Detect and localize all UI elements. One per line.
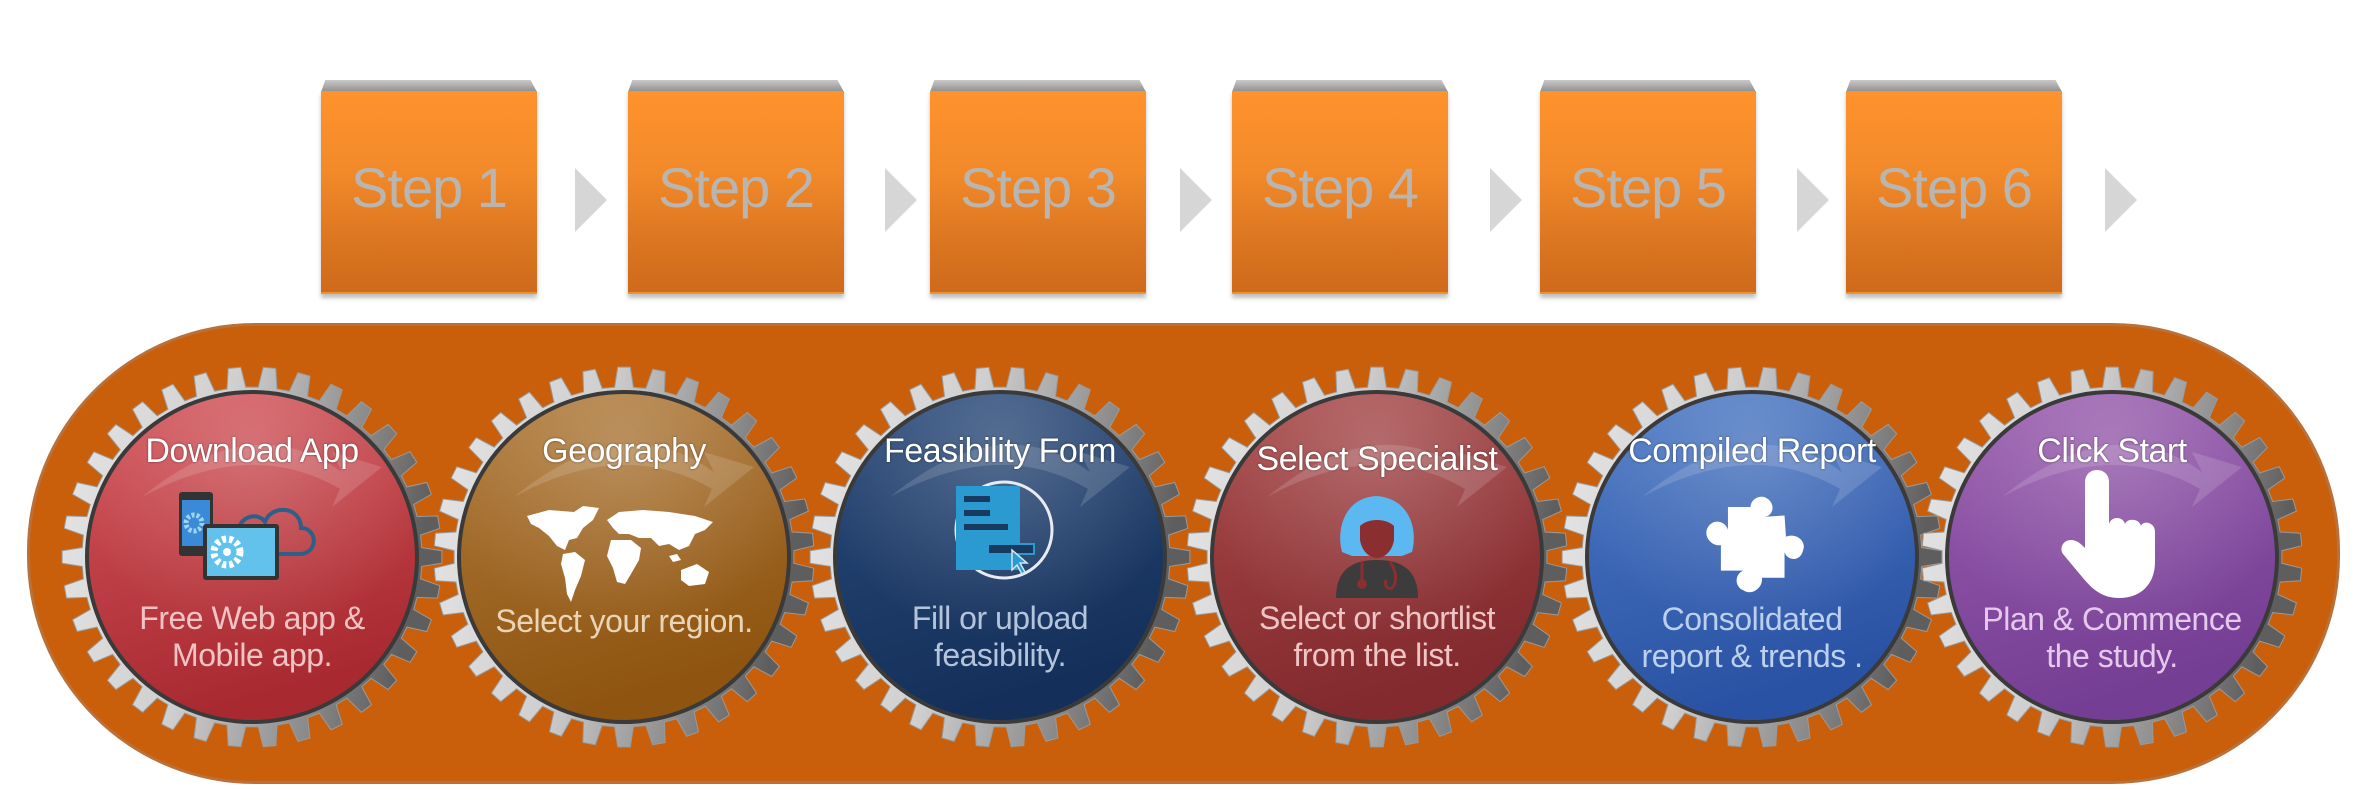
world-map-icon xyxy=(514,498,734,613)
step-face: Step 2 xyxy=(628,91,844,294)
puzzle-piece-icon xyxy=(1642,488,1862,613)
gear-description-line-1: Select or shortlist xyxy=(1259,600,1495,636)
step-label: Step 3 xyxy=(960,156,1117,219)
chevron-right-icon xyxy=(1490,168,1522,232)
gear-title: Feasibility Form xyxy=(884,432,1116,470)
pointing-hand-icon xyxy=(2002,462,2222,607)
gear-description: Select your region. xyxy=(474,603,774,640)
chevron-right-icon xyxy=(2105,168,2137,232)
step-box-1: Step 1 xyxy=(321,80,537,294)
gear-description-line-1: Plan & Commence xyxy=(1982,601,2242,637)
gear-description-line-2: from the list. xyxy=(1293,637,1461,673)
gear-description-line-1: Fill or upload xyxy=(911,600,1089,636)
step-bevel xyxy=(321,80,537,92)
gear-title: Select Specialist xyxy=(1256,440,1498,478)
step-label: Step 4 xyxy=(1262,156,1419,219)
gear-description-line-2: Mobile app. xyxy=(172,637,332,673)
step-box-6: Step 6 xyxy=(1846,80,2062,294)
step-box-5: Step 5 xyxy=(1540,80,1756,294)
gear-description-line-2: feasibility. xyxy=(933,637,1067,673)
gear-description-line-1: Select your region. xyxy=(495,603,753,639)
devices-cloud-icon xyxy=(142,488,362,603)
step-bevel xyxy=(930,80,1146,92)
chevron-right-icon xyxy=(885,168,917,232)
gear-title: Download App xyxy=(145,432,359,470)
gear-description-line-2: the study. xyxy=(2046,638,2178,674)
gear-description-line-1: Free Web app & xyxy=(139,600,365,636)
step-bevel xyxy=(1846,80,2062,92)
step-box-4: Step 4 xyxy=(1232,80,1448,294)
chevron-right-icon xyxy=(575,168,607,232)
gear-description: Free Web app &Mobile app. xyxy=(102,600,402,674)
step-face: Step 4 xyxy=(1232,91,1448,294)
step-face: Step 6 xyxy=(1846,91,2062,294)
step-label: Step 6 xyxy=(1876,156,2033,219)
step-box-2: Step 2 xyxy=(628,80,844,294)
step-box-3: Step 3 xyxy=(930,80,1146,294)
gear-description-line-2: report & trends . xyxy=(1641,638,1863,674)
step-bevel xyxy=(628,80,844,92)
form-document-icon xyxy=(890,478,1110,593)
chevron-right-icon xyxy=(1180,168,1212,232)
gear-title: Click Start xyxy=(2037,432,2187,470)
step-label: Step 1 xyxy=(351,156,508,219)
step-label: Step 5 xyxy=(1570,156,1727,219)
step-face: Step 3 xyxy=(930,91,1146,294)
step-bevel xyxy=(1540,80,1756,92)
gear-description-line-1: Consolidated xyxy=(1661,601,1843,637)
step-face: Step 5 xyxy=(1540,91,1756,294)
chevron-right-icon xyxy=(1797,168,1829,232)
step-face: Step 1 xyxy=(321,91,537,294)
step-bevel xyxy=(1232,80,1448,92)
step-label: Step 2 xyxy=(658,156,815,219)
doctor-icon xyxy=(1267,490,1487,605)
gear-title: Geography xyxy=(542,432,706,470)
gear-title: Compiled Report xyxy=(1628,432,1876,470)
